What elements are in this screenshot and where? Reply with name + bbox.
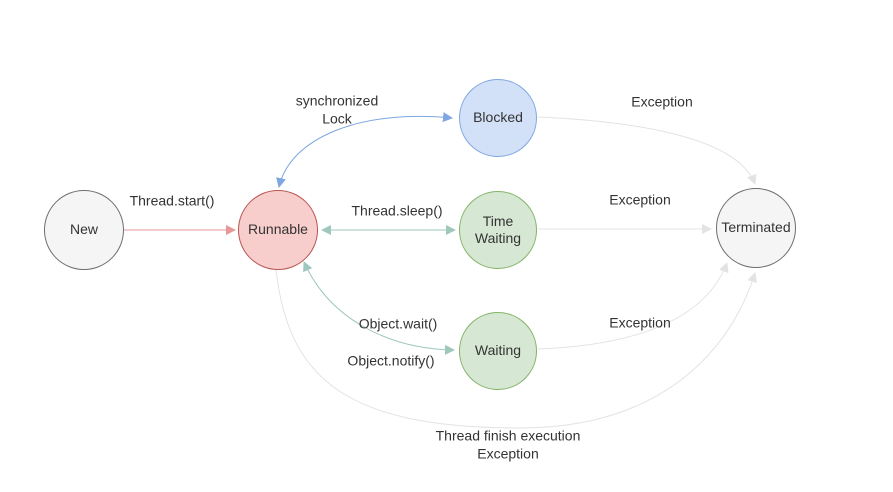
edge-label-exception-blocked: Exception <box>631 93 693 110</box>
edge-waiting-to-terminated <box>537 262 729 350</box>
state-terminated-label: Terminated <box>721 219 791 236</box>
state-blocked-label: Blocked <box>473 109 523 126</box>
state-time-waiting-label: Time Waiting <box>474 212 522 247</box>
edge-label-thread-finish: Thread finish execution Exception <box>435 427 581 462</box>
state-new-label: New <box>69 221 98 238</box>
state-runnable: Runnable <box>238 190 318 270</box>
state-runnable-label: Runnable <box>248 221 308 238</box>
state-waiting-label: Waiting <box>474 342 522 359</box>
state-time-waiting: Time Waiting <box>459 191 537 269</box>
edge-blocked-to-terminated <box>537 116 757 185</box>
state-waiting: Waiting <box>459 312 537 390</box>
state-blocked: Blocked <box>459 79 537 157</box>
edge-label-exception-waiting: Exception <box>609 314 671 331</box>
edge-label-synchronized-lock: synchronized Lock <box>295 92 379 127</box>
edge-runnable-blocked <box>276 112 453 188</box>
edge-label-thread-sleep: Thread.sleep() <box>351 202 443 219</box>
edge-label-object-notify: Object.notify() <box>347 352 435 369</box>
state-terminated: Terminated <box>716 188 796 268</box>
edge-label-thread-start: Thread.start() <box>129 192 215 209</box>
edge-label-object-wait: Object.wait() <box>358 315 438 332</box>
edge-runnable-waiting <box>303 261 455 355</box>
edge-runnable-to-terminated <box>275 268 758 429</box>
edge-label-exception-time-waiting: Exception <box>609 191 671 208</box>
state-new: New <box>44 190 124 270</box>
